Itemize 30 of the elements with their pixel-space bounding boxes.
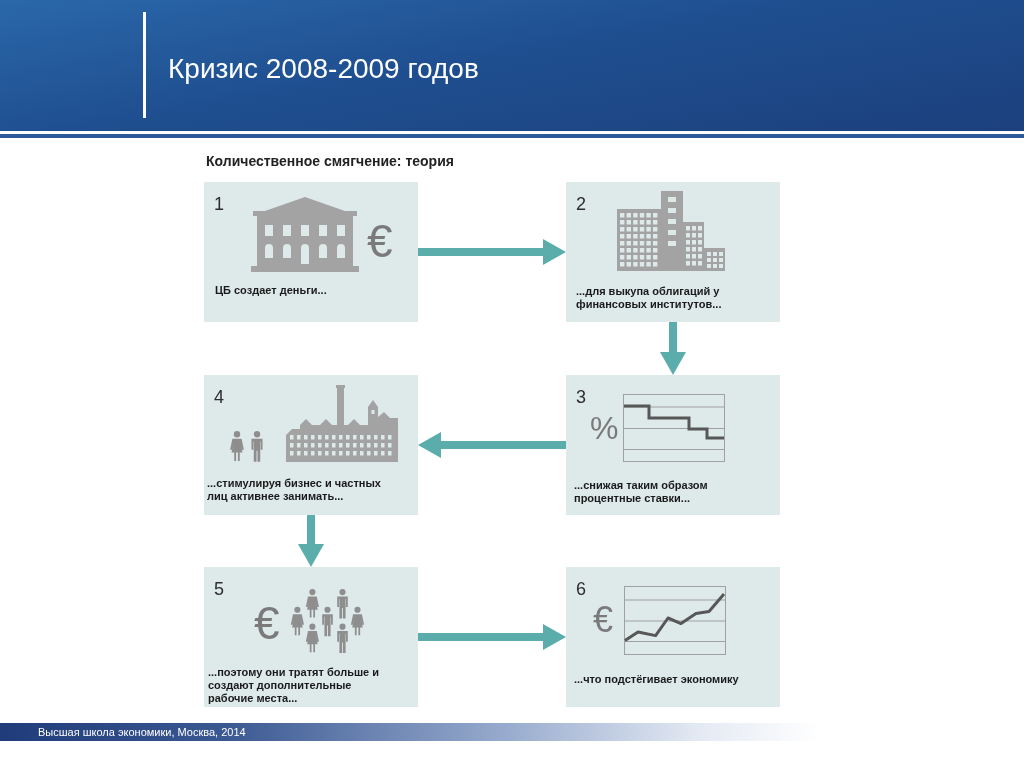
step-number: 2: [576, 195, 586, 213]
step-number: 6: [576, 580, 586, 598]
footer-text: Высшая школа экономики, Москва, 2014: [38, 726, 246, 738]
step-caption: ...стимулируя бизнес и частных лиц активнее занимать...: [207, 477, 382, 504]
step-number: 5: [214, 580, 224, 598]
slide-title: Кризис 2008-2009 годов: [168, 55, 479, 83]
euro-sign: €: [367, 218, 393, 264]
euro-sign: €: [254, 600, 280, 646]
arrow: [298, 515, 324, 567]
step-card: [566, 567, 780, 707]
step-caption: ...поэтому они тратят больше и создают дополнительные рабочие места...: [208, 666, 381, 706]
step-caption: ...для выкупа облигаций у финансовых институтов...: [576, 285, 723, 312]
arrow: [418, 432, 566, 458]
step-card: [566, 375, 780, 515]
step-number: 4: [214, 388, 224, 406]
euro-sign: €: [593, 602, 614, 638]
diagram-heading: Количественное смягчение: теория: [206, 154, 454, 168]
step-card: [204, 375, 418, 515]
arrow: [418, 239, 566, 265]
step-card: [204, 182, 418, 322]
step-number: 1: [214, 195, 224, 213]
step-caption: ...что подстёгивает экономику: [574, 673, 740, 687]
arrow: [660, 322, 686, 375]
step-card: [204, 567, 418, 707]
step-caption: ЦБ создает деньги...: [215, 284, 328, 298]
arrow: [418, 624, 566, 650]
step-number: 3: [576, 388, 586, 406]
step-card: [566, 182, 780, 322]
percent-sign: %: [590, 412, 619, 444]
step-caption: ...снижая таким образом процентные ставки...: [574, 479, 709, 506]
